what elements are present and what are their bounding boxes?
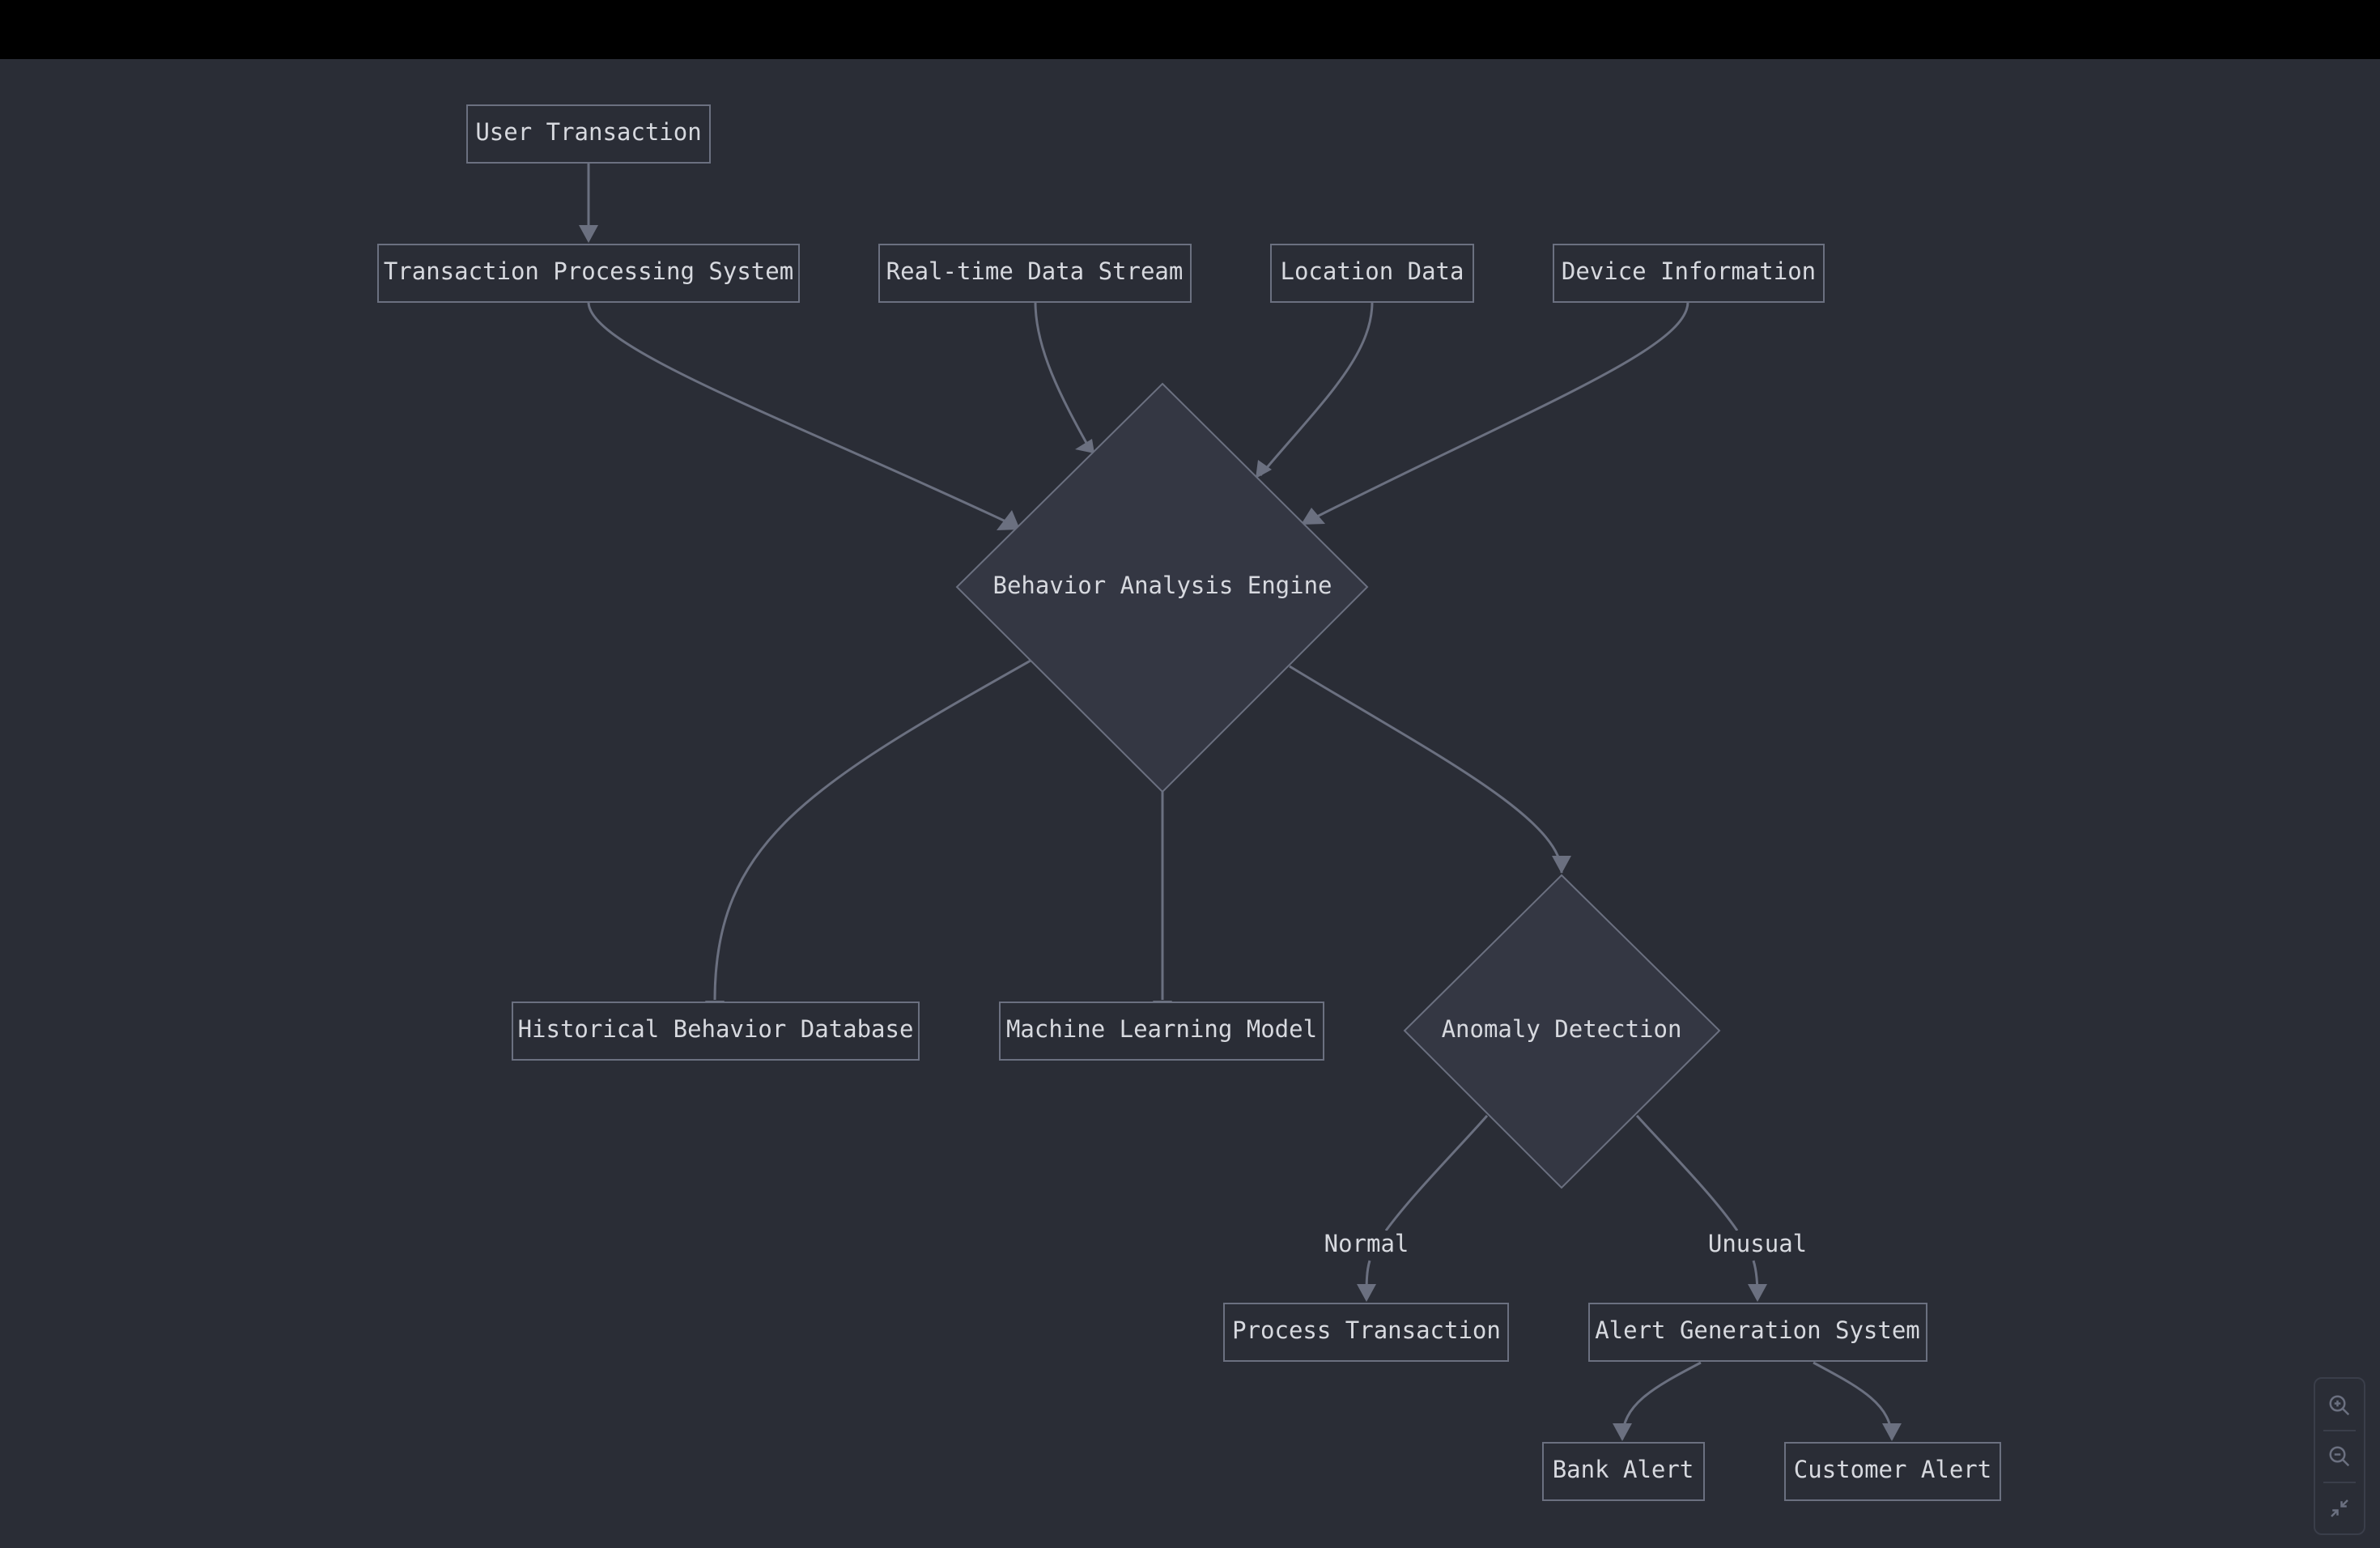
- node-label: User Transaction: [475, 118, 701, 146]
- node-anomaly-detection[interactable]: Anomaly Detection: [1403, 874, 1721, 1189]
- node-label: Historical Behavior Database: [518, 1015, 914, 1043]
- edges: [587, 163, 1893, 1440]
- edge-location-to-engine: [1259, 301, 1374, 476]
- edge-alert-to-bank: [1621, 1361, 1702, 1440]
- node-alert-generation-system[interactable]: Alert Generation System: [1588, 1303, 1927, 1362]
- arrowhead: [1552, 856, 1571, 874]
- edge-device-to-engine: [1305, 301, 1689, 524]
- arrowhead: [1357, 1284, 1376, 1302]
- node-label: Bank Alert: [1553, 1456, 1694, 1483]
- node-realtime-stream[interactable]: Real-time Data Stream: [878, 244, 1192, 303]
- arrowhead: [997, 510, 1020, 530]
- edge-engine-to-historical: [713, 659, 1031, 1001]
- zoom-out-icon: [2329, 1446, 2350, 1467]
- node-bank-alert[interactable]: Bank Alert: [1542, 1442, 1705, 1501]
- edge-processing-to-engine: [587, 301, 1017, 528]
- edge-engine-to-anomaly: [1289, 665, 1563, 874]
- zoom-in-button[interactable]: [2315, 1380, 2364, 1431]
- top-bar: [0, 0, 2380, 59]
- node-label: Location Data: [1281, 257, 1464, 285]
- arrowhead: [579, 225, 598, 243]
- arrowheads: [579, 225, 1902, 1441]
- edge-anomaly-to-unusual: [1635, 1114, 1739, 1231]
- node-user-transaction[interactable]: User Transaction: [466, 104, 711, 164]
- node-label: Customer Alert: [1794, 1456, 1991, 1483]
- node-customer-alert[interactable]: Customer Alert: [1784, 1442, 2001, 1501]
- fit-screen-icon: [2331, 1499, 2348, 1517]
- node-label: Transaction Processing System: [384, 257, 793, 285]
- arrowhead: [1075, 439, 1094, 453]
- node-process-transaction[interactable]: Process Transaction: [1223, 1303, 1509, 1362]
- zoom-in-icon: [2329, 1395, 2350, 1416]
- divider: [2323, 1430, 2356, 1431]
- zoom-controls: [2314, 1377, 2365, 1535]
- node-historical-behavior-database[interactable]: Historical Behavior Database: [512, 1002, 920, 1061]
- edge-stream-to-engine: [1034, 301, 1092, 451]
- arrowhead: [1748, 1284, 1767, 1302]
- node-label: Real-time Data Stream: [886, 257, 1184, 285]
- node-label: Process Transaction: [1232, 1316, 1501, 1344]
- node-label: Device Information: [1562, 257, 1816, 285]
- arrowhead: [1882, 1423, 1902, 1441]
- arrowhead: [1256, 460, 1272, 478]
- node-label: Alert Generation System: [1595, 1316, 1920, 1344]
- node-behavior-analysis-engine[interactable]: Behavior Analysis Engine: [955, 382, 1369, 793]
- edge-label-normal: Normal: [1320, 1230, 1413, 1260]
- arrowhead: [1613, 1423, 1632, 1441]
- node-machine-learning-model[interactable]: Machine Learning Model: [999, 1002, 1324, 1061]
- edge-alert-to-customer: [1813, 1361, 1893, 1440]
- node-transaction-processing[interactable]: Transaction Processing System: [377, 244, 800, 303]
- node-label: Machine Learning Model: [1006, 1015, 1317, 1043]
- edge-label-unusual: Unusual: [1705, 1230, 1810, 1260]
- edge-anomaly-to-normal: [1384, 1115, 1489, 1231]
- node-label: Anomaly Detection: [1442, 1015, 1682, 1043]
- zoom-out-button[interactable]: [2315, 1431, 2364, 1482]
- node-device-information[interactable]: Device Information: [1553, 244, 1825, 303]
- fit-screen-button[interactable]: [2315, 1483, 2364, 1533]
- node-location-data[interactable]: Location Data: [1270, 244, 1474, 303]
- edge-label-text: Normal: [1324, 1230, 1409, 1257]
- divider: [2323, 1482, 2356, 1483]
- arrowhead: [1301, 508, 1325, 525]
- edge-label-text: Unusual: [1708, 1230, 1807, 1257]
- node-label: Behavior Analysis Engine: [992, 572, 1332, 599]
